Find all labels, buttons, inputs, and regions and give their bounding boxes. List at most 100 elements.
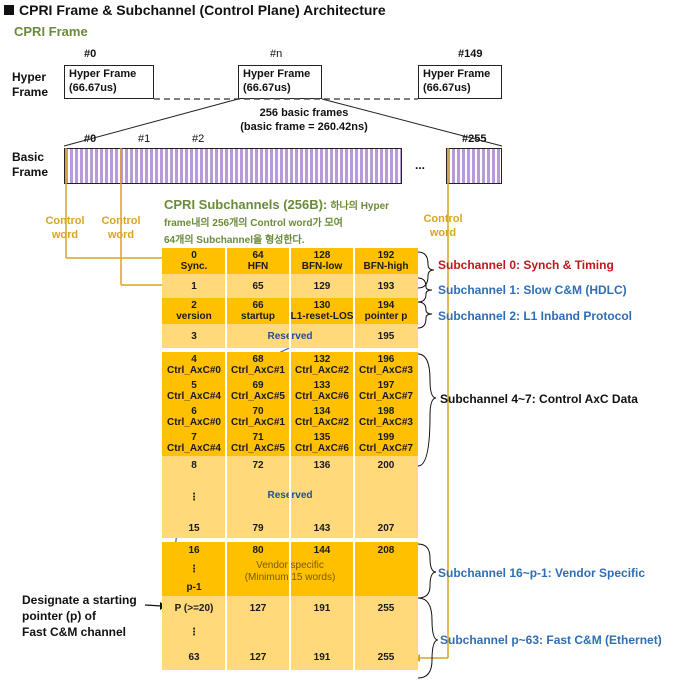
designate-line: Fast C&M channel xyxy=(22,625,127,639)
cell-text: Ctrl_AxC#4 xyxy=(167,391,221,402)
vendor-column: 144 xyxy=(290,542,354,596)
cell-text: 128 xyxy=(313,250,331,261)
cell-text: 198 xyxy=(377,406,395,417)
cell-text: BFN-high xyxy=(363,261,409,272)
subchannels-desc-line: 하나의 Hyper xyxy=(330,201,390,212)
cell-text: 71 xyxy=(252,432,264,443)
basic-frame-duration-line: (basic frame = 260.42ns) xyxy=(240,121,368,133)
cell-text: ⋮ xyxy=(189,563,199,575)
cell-text: 192 xyxy=(377,250,395,261)
basic-frame-index: #1 xyxy=(138,133,151,145)
table-cell: 255 xyxy=(354,644,418,670)
cell-text: 127 xyxy=(249,602,267,614)
bullet-square-icon xyxy=(4,5,14,15)
cell-text: 135 xyxy=(313,432,331,443)
cell-text: 199 xyxy=(377,432,395,443)
brace-subchannel-4-7 xyxy=(417,353,437,467)
cell-text: 132 xyxy=(313,354,331,365)
cell-text: Ctrl_AxC#3 xyxy=(359,417,413,428)
cell-text: 4 xyxy=(191,354,197,365)
cell-text: Ctrl_AxC#1 xyxy=(231,365,285,376)
cell-text: 1 xyxy=(191,280,197,292)
subchannel-2-label: Subchannel 2: L1 Inband Protocol xyxy=(438,309,633,323)
section-subtitle: CPRI Frame xyxy=(14,24,88,39)
table-cell: 63 xyxy=(162,644,226,670)
table-cell: 193 xyxy=(354,274,418,298)
cell-text: 2 xyxy=(191,300,197,311)
cell-text: startup xyxy=(241,311,275,322)
table-cell: ⋮ xyxy=(162,620,226,644)
cell-text: 3 xyxy=(191,330,197,342)
cell-text: ⋮ xyxy=(189,491,199,503)
page-title: CPRI Frame & Subchannel (Control Plane) … xyxy=(4,2,386,18)
subchannel-1-label: Subchannel 1: Slow C&M (HDLC) xyxy=(438,283,627,297)
cell-text: 130 xyxy=(313,300,331,311)
hyper-frame-duration: (66.67us) xyxy=(423,82,471,94)
brace-subchannel-2 xyxy=(417,301,433,329)
cell-text: 194 xyxy=(377,300,395,311)
cell-text: L1-reset-LOS xyxy=(290,311,354,322)
cell-text: Ctrl_AxC#5 xyxy=(231,391,285,402)
cell-text: 208 xyxy=(377,545,395,556)
basic-frame-index: #2 xyxy=(192,133,205,145)
basic-frame-index: #0 xyxy=(84,133,97,145)
cell-text: Ctrl_AxC#3 xyxy=(359,365,413,376)
cell-text: 72 xyxy=(252,460,264,471)
table-cell: 255 xyxy=(354,596,418,620)
cell-text: 129 xyxy=(313,280,331,292)
hyper-frame-box: Hyper Frame (66.67us) xyxy=(418,65,502,99)
cell-text: Ctrl_AxC#4 xyxy=(167,443,221,454)
table-cell: 127 xyxy=(226,596,290,620)
table-cell xyxy=(354,620,418,644)
cell-text: Ctrl_AxC#0 xyxy=(167,417,221,428)
cell-text: pointer p xyxy=(364,311,408,322)
brace-subchannel-0 xyxy=(417,251,435,289)
cell-text: 193 xyxy=(377,280,395,292)
cell-text: 197 xyxy=(377,380,395,391)
table-cell: 3 xyxy=(162,324,226,348)
cell-text: P (>=20) xyxy=(174,602,214,614)
subchannels-desc-line: 64개의 Subchannel을 형성한다. xyxy=(164,235,305,246)
cell-text: 191 xyxy=(313,602,331,614)
table-cell xyxy=(226,620,290,644)
table-cell: 1 xyxy=(162,274,226,298)
cell-text: 144 xyxy=(313,545,331,556)
cell-text: 65 xyxy=(252,280,264,292)
table-cell: P (>=20) xyxy=(162,596,226,620)
cell-text: 68 xyxy=(252,354,264,365)
brace-subchannel-vendor xyxy=(417,543,437,599)
reserved-column: 200 207 xyxy=(354,456,418,538)
designate-arrow xyxy=(144,604,163,607)
subchannels-heading: CPRI Subchannels (256B): xyxy=(164,197,328,212)
reserved-column: 72 79 xyxy=(226,456,290,538)
table-cell: 127 xyxy=(226,644,290,670)
cell-text: 134 xyxy=(313,406,331,417)
cell-text: 200 xyxy=(377,460,395,471)
cell-text: 69 xyxy=(252,380,264,391)
basic-frame-count-line: 256 basic frames xyxy=(259,107,349,119)
hyper-frame-label: Hyper Frame xyxy=(12,70,49,99)
cell-text: 6 xyxy=(191,406,197,417)
cell-text: Ctrl_AxC#2 xyxy=(295,365,349,376)
cell-text: 79 xyxy=(252,523,264,534)
table-cell: 191 xyxy=(290,596,354,620)
cell-text: Ctrl_AxC#6 xyxy=(295,391,349,402)
hyper-frame-name: Hyper Frame xyxy=(69,68,137,80)
reserved-column: 8⋮15 xyxy=(162,456,226,538)
hyper-frame-index: #149 xyxy=(458,48,483,60)
basic-frame-last xyxy=(446,148,502,184)
cell-text: Ctrl_AxC#5 xyxy=(231,443,285,454)
cell-text: 207 xyxy=(377,523,395,534)
hyper-frame-index: #n xyxy=(270,48,283,60)
hyper-frame-duration: (66.67us) xyxy=(69,82,117,94)
cell-text: p-1 xyxy=(186,582,202,593)
cell-text: 191 xyxy=(313,651,331,663)
